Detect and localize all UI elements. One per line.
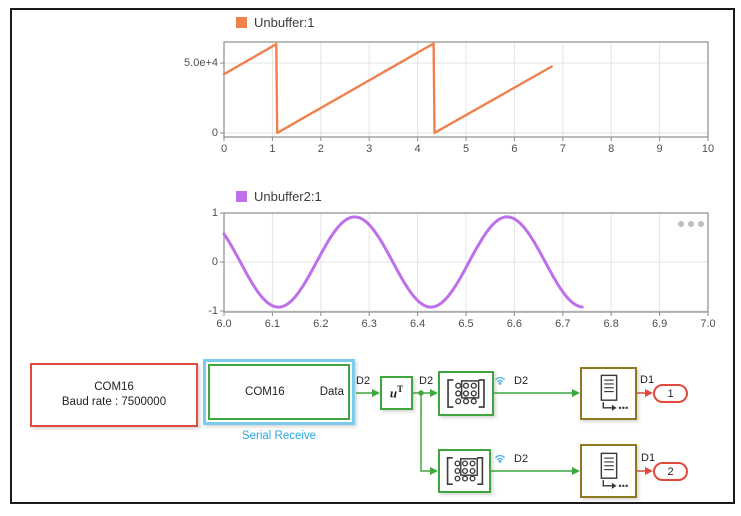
- legend-swatch-orange: [236, 17, 247, 28]
- config-baud-rate: Baud rate : 7500000: [61, 396, 167, 408]
- frame-to-samples-icon: [600, 374, 628, 411]
- scope-plot-unbuffer2[interactable]: 6.0 6.1 6.2 6.3 6.4 6.5 6.6 6.7 6.8 6.9 7.0 1 0 -1: [208, 207, 715, 330]
- unbuffer-block-1[interactable]: [580, 367, 637, 420]
- signal-label-d2: D2: [356, 375, 371, 387]
- x-tick-label: 4: [414, 143, 421, 155]
- streaming-badge-icon: [495, 454, 505, 463]
- serial-receive-output-port: Data: [319, 386, 344, 398]
- x-tick-label: 6.2: [313, 318, 329, 330]
- signal-label-d2: D2: [419, 375, 434, 387]
- signal-label-d2: D2: [514, 453, 529, 465]
- dot-icon: [678, 221, 684, 227]
- x-tick-label: 6.3: [361, 318, 377, 330]
- x-tick-label: 2: [317, 143, 324, 155]
- legend-swatch-purple: [236, 191, 247, 202]
- scope-options-menu-icon[interactable]: [678, 221, 704, 227]
- matrix-selector-icon: [447, 379, 485, 408]
- x-tick-label: 6.4: [409, 318, 426, 330]
- sine-line-chart: [220, 212, 709, 316]
- x-tick-label: 10: [701, 143, 715, 155]
- legend-label: Unbuffer2:1: [254, 189, 322, 204]
- serial-receive-port-name: COM16: [245, 386, 285, 398]
- streaming-badge-icon: [495, 376, 505, 385]
- x-tick-label: 7: [559, 143, 566, 155]
- signal-label-d1: D1: [641, 452, 656, 464]
- y-tick-label: 5.0e+4: [184, 56, 218, 69]
- x-tick-label: 5: [462, 143, 470, 155]
- signal-label-d2: D2: [514, 375, 529, 387]
- x-tick-label: 6.9: [651, 318, 668, 330]
- dot-icon: [688, 221, 694, 227]
- serial-receive-block[interactable]: COM16 Data: [203, 359, 355, 425]
- x-tick-label: 6.1: [264, 318, 281, 330]
- x-tick-label: 3: [366, 143, 373, 155]
- serial-receive-body: COM16 Data: [208, 364, 350, 420]
- serial-receive-caption[interactable]: Serial Receive: [241, 430, 317, 442]
- legend-unbuffer2[interactable]: Unbuffer2:1: [236, 189, 322, 204]
- x-tick-label: 7.0: [700, 318, 716, 330]
- u-transpose-icon: uT: [389, 384, 404, 401]
- config-port-name: COM16: [94, 381, 134, 393]
- scope-plot-unbuffer1[interactable]: 0 1 2 3 4 5 6 7 8 9 10 0 5.0e+4: [184, 41, 714, 155]
- outport-number: 2: [667, 465, 674, 478]
- x-tick-label: 8: [608, 143, 615, 155]
- x-tick-label: 6: [511, 143, 518, 155]
- signal-label-d1: D1: [640, 374, 655, 386]
- outport-number: 1: [667, 387, 674, 400]
- selector-block-2[interactable]: [438, 449, 491, 493]
- x-tick-label: 9: [656, 143, 663, 155]
- frame-to-samples-icon: [600, 452, 628, 489]
- matrix-selector-icon: [446, 457, 483, 485]
- legend-unbuffer1[interactable]: Unbuffer:1: [236, 15, 314, 30]
- y-tick-label: -1: [208, 305, 218, 318]
- x-tick-label: 6.6: [506, 318, 523, 330]
- x-tick-label: 0: [220, 143, 228, 155]
- x-tick-label: 1: [269, 143, 276, 155]
- y-tick-label: 0: [211, 256, 218, 268]
- legend-label: Unbuffer:1: [254, 15, 315, 30]
- outport-2[interactable]: 2: [653, 462, 688, 481]
- sawtooth-line-chart: [220, 41, 709, 141]
- serial-configuration-block[interactable]: COM16 Baud rate : 7500000: [30, 363, 198, 427]
- selector-block-1[interactable]: [438, 371, 494, 416]
- y-tick-label: 1: [211, 207, 218, 219]
- x-tick-label: 6.5: [458, 318, 474, 330]
- unbuffer-block-2[interactable]: [580, 444, 637, 498]
- x-tick-label: 6.8: [603, 318, 619, 330]
- outport-1[interactable]: 1: [653, 384, 688, 403]
- x-tick-label: 6.7: [555, 318, 571, 330]
- y-tick-label: 0: [211, 126, 218, 139]
- dot-icon: [698, 221, 704, 227]
- transpose-block[interactable]: uT: [380, 376, 413, 410]
- x-tick-label: 6.0: [216, 318, 232, 330]
